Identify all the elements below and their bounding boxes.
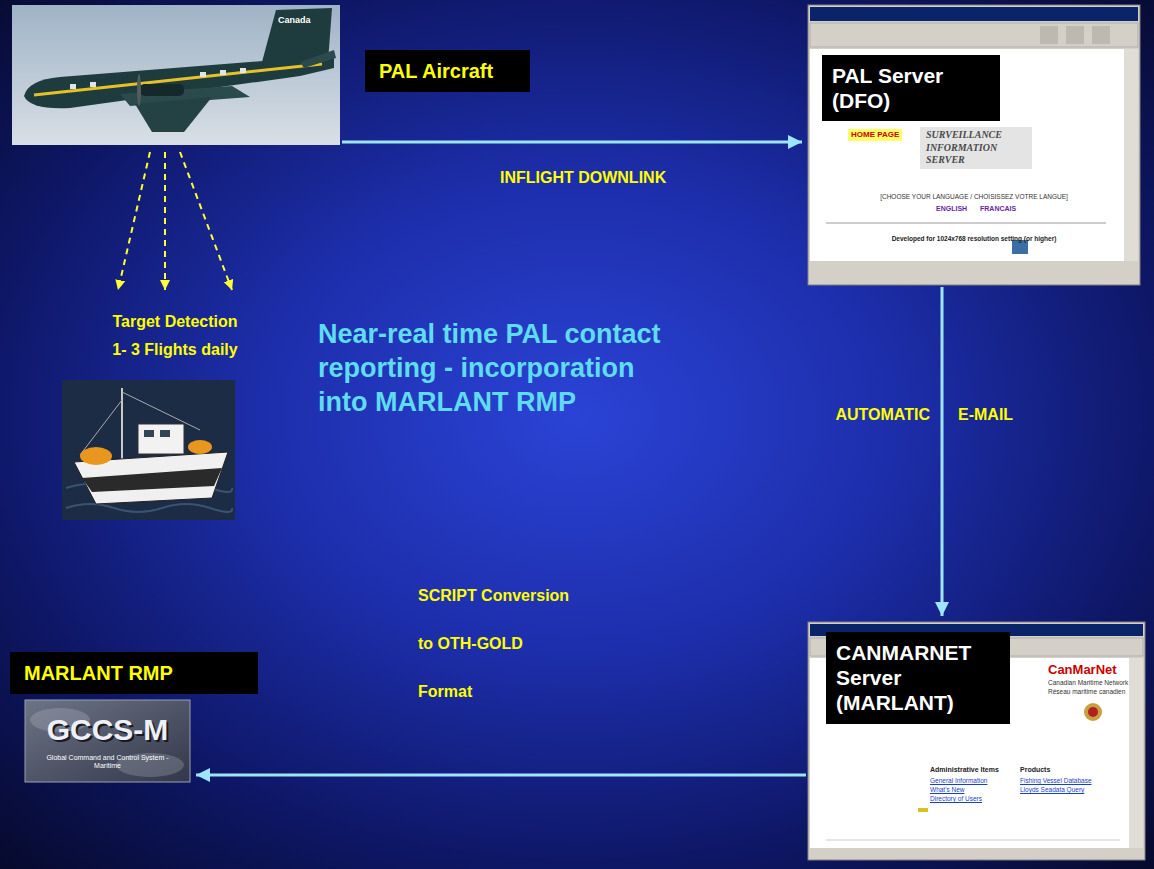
edge-label: AUTOMATIC <box>830 405 930 424</box>
aircraft-window <box>70 84 76 89</box>
label-box: MARLANT RMP <box>10 652 258 694</box>
boat-cabin <box>138 424 184 454</box>
edge-label: INFLIGHT DOWNLINK <box>500 168 666 187</box>
node-title: PAL Server (DFO) <box>832 63 990 113</box>
logo-text: GCCS-M <box>25 712 190 748</box>
page-badge <box>1012 240 1028 254</box>
detection-arrow <box>118 152 150 290</box>
system-logo: GCCS-M Global Command and Control System … <box>25 700 190 782</box>
boat-stripe <box>82 468 222 492</box>
toolbar-icon <box>1040 26 1058 44</box>
toolbar-icon <box>1066 26 1084 44</box>
aircraft-marking: Canada <box>278 15 311 26</box>
detection-arrow <box>164 152 166 290</box>
site-name: CanMarNet <box>1048 662 1117 678</box>
node-title: CANMARNET Server (MARLANT) <box>836 640 1000 716</box>
node-title: PAL Aircraft <box>379 59 516 83</box>
page-rule <box>826 223 1106 224</box>
logo-subtitle: Global Command and Control System - Mari… <box>33 754 182 770</box>
window-scrollbar <box>1129 658 1143 848</box>
boat-nets <box>188 440 212 454</box>
edge-label: SCRIPT Conversion to OTH-GOLD Format <box>418 572 576 716</box>
edge-annotation: E-MAIL <box>958 405 1013 424</box>
annotation: Target Detection <box>85 312 265 331</box>
aircraft-photo: Canada <box>12 5 340 145</box>
node-title: MARLANT RMP <box>24 661 244 685</box>
menu-link: General Information <box>930 777 987 785</box>
boat-window <box>160 430 170 437</box>
window-toolbar <box>810 23 1138 47</box>
window-statusbar <box>810 850 1143 858</box>
photo-sea <box>62 380 235 520</box>
language-link: ENGLISH <box>936 205 967 213</box>
window-content <box>810 49 1124 261</box>
aircraft-stabilizer <box>300 50 336 68</box>
diagram-title: Near-real time PAL contact reporting - i… <box>318 318 680 419</box>
menu-link: Directory of Users <box>930 795 982 803</box>
page-rule <box>826 840 1120 841</box>
window-frame <box>808 622 1145 860</box>
sea-wave <box>66 504 232 512</box>
crest-icon <box>1084 703 1102 721</box>
aircraft-propeller <box>137 74 141 106</box>
window-statusbar <box>810 263 1138 283</box>
page-heading: HOME PAGE <box>848 129 902 141</box>
label-box: CANMARNET Server (MARLANT) <box>826 632 1010 724</box>
logo-backdrop <box>25 700 190 782</box>
menu-link: Fishing Vessel Database <box>1020 777 1092 785</box>
crest-icon <box>1088 707 1098 717</box>
aircraft-window <box>220 70 226 75</box>
photo-sky <box>12 5 340 145</box>
aircraft-window <box>240 68 246 73</box>
menu-link: Lloyds Seadata Query <box>1020 786 1084 794</box>
site-subtitle: Réseau maritime canadien <box>1048 688 1125 696</box>
page-text: [CHOOSE YOUR LANGUAGE / CHOISISSEZ VOTRE… <box>824 193 1124 201</box>
aircraft-engine <box>140 84 184 96</box>
aircraft-window <box>200 72 206 77</box>
label-box: PAL Server (DFO) <box>822 55 1000 121</box>
detection-arrow <box>180 152 232 290</box>
flow-arrow <box>342 141 802 144</box>
menu-link: What's New <box>930 786 964 794</box>
aircraft-window <box>90 82 96 87</box>
annotation: 1- 3 Flights daily <box>85 340 265 359</box>
flow-arrow <box>196 774 806 777</box>
site-banner: SURVEILLANCE INFORMATION SERVER <box>920 127 1032 169</box>
server-screenshot: CanMarNetCanadian Maritime NetworkRéseau… <box>808 622 1145 860</box>
boat-mast <box>121 388 123 462</box>
window-titlebar <box>810 7 1138 21</box>
boat-window <box>144 430 154 437</box>
aircraft-stripe <box>34 64 322 95</box>
menu-heading: Administrative Items <box>930 766 999 774</box>
toolbar-icon <box>1092 26 1110 44</box>
page-text: Developed for 1024x768 resolution settin… <box>824 235 1124 243</box>
aircraft-wing <box>135 97 212 132</box>
flow-arrow <box>941 287 944 616</box>
boat-rigging <box>80 400 122 455</box>
boat-nets <box>80 447 112 465</box>
server-screenshot: HOME PAGE SURVEILLANCE INFORMATION SERVER… <box>808 5 1140 285</box>
window-frame <box>808 5 1140 285</box>
label-box: PAL Aircraft <box>365 50 530 92</box>
window-scrollbar <box>1124 49 1138 261</box>
menu-heading: Products <box>1020 766 1050 774</box>
site-subtitle: Canadian Maritime Network <box>1048 679 1128 687</box>
language-link: FRANCAIS <box>980 205 1016 213</box>
aircraft-tail <box>262 8 332 62</box>
page-icon <box>918 808 928 812</box>
